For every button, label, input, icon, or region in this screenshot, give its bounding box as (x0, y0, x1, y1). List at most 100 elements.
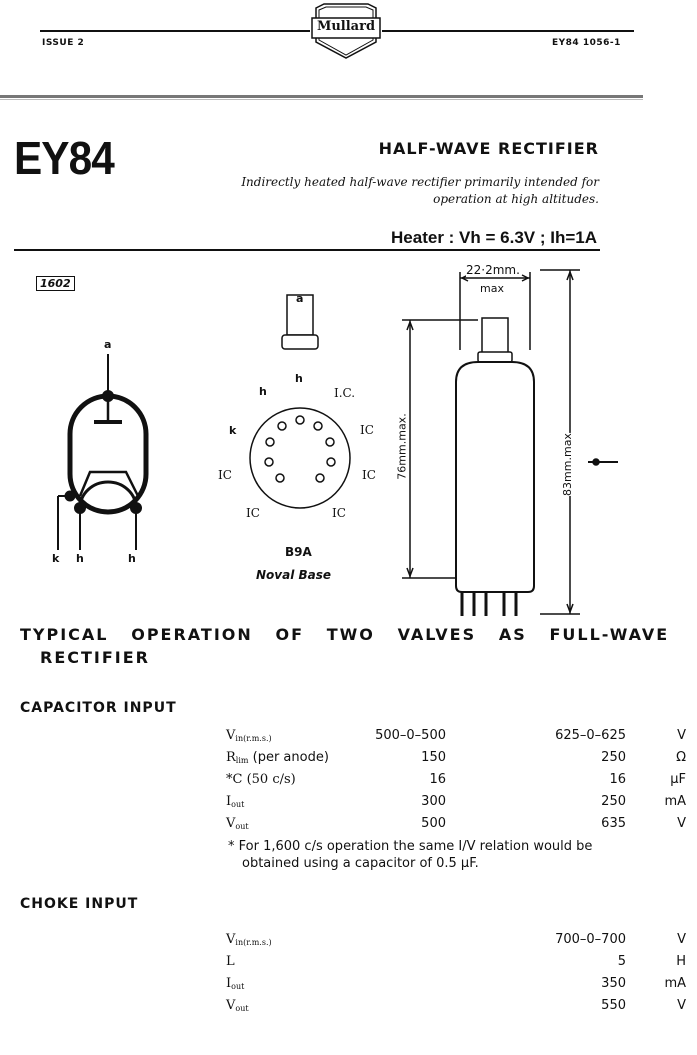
base-pin-h-top: h (295, 372, 303, 385)
value-col-1: 16 (429, 771, 446, 787)
value-col-2: 625–0–625 (555, 727, 626, 743)
parameter-cell: Vin(r.m.s.) (226, 724, 356, 746)
value-col-1 (356, 928, 446, 950)
desc-line-1: Indirectly heated half-wave rectifier pr… (241, 175, 599, 189)
unit-cell: V (677, 931, 686, 947)
value-col-1: 150 (421, 749, 446, 765)
parameter-subscript: out (235, 821, 249, 831)
desc-line-2: operation at high altitudes. (433, 192, 599, 206)
parameter-symbol: I (226, 975, 232, 991)
header-rule-left (40, 30, 310, 32)
unit-cell: V (677, 997, 686, 1013)
description: Indirectly heated half-wave rectifier pr… (139, 174, 599, 208)
header-band-2 (0, 99, 643, 100)
shield-icon (311, 3, 381, 59)
parameter-cell: Iout (226, 972, 356, 994)
unit-cell: V (677, 727, 686, 743)
choke-input-heading: CHOKE INPUT (20, 896, 139, 912)
parameter-cell: *C (50 c/s) (226, 768, 356, 790)
dim-diameter-max: max (480, 282, 504, 295)
parameter-symbol: V (226, 727, 236, 743)
footnote-line-1: * For 1,600 c/s operation the same I/V r… (228, 839, 593, 854)
title-rule (14, 249, 600, 251)
base-pin-ic-br: IC (332, 506, 346, 520)
capacitor-row: Vout 500 635 V (226, 812, 686, 834)
capacitor-footnote: * For 1,600 c/s operation the same I/V r… (228, 838, 688, 872)
unit-cell: V (677, 815, 686, 831)
parameter-symbol: R (226, 749, 236, 765)
heater-rating: Heater : Vh = 6.3V ; Ih=1A (391, 228, 597, 247)
circuit-symbol (57, 354, 149, 550)
base-pin-ic-top: I.C. (334, 386, 356, 400)
sym-cathode-label: k (52, 552, 60, 565)
parameter-cell: Vout (226, 994, 356, 1016)
valve-diagrams (57, 269, 618, 616)
type-number: EY84 (14, 132, 115, 184)
parameter-symbol: V (226, 931, 236, 947)
base-pin-k: k (229, 424, 237, 437)
value-col-2: 350 (601, 975, 626, 991)
base-name: B9A (285, 545, 312, 559)
value-col-2: 5 (617, 953, 626, 969)
footnote-line-2: obtained using a capacitor of 0.5 μF. (242, 856, 479, 871)
parameter-subscript: out (231, 799, 245, 809)
doc-ref: EY84 1056-1 (552, 38, 621, 48)
value-col-2: 550 (601, 997, 626, 1013)
dim-overall-length: 83mm.max (560, 433, 574, 496)
base-description: Noval Base (256, 568, 332, 582)
value-col-2: 250 (601, 793, 626, 809)
parameter-subscript: out (235, 1003, 249, 1013)
parameter-symbol: *C (50 c/s) (226, 771, 296, 787)
unit-cell: H (676, 953, 686, 969)
parameter-symbol: V (226, 997, 236, 1013)
base-pin-ic-r2: IC (362, 468, 376, 482)
parameter-cell: Vout (226, 812, 356, 834)
diagram-code: 1602 (36, 276, 75, 291)
header-rule-right (382, 30, 634, 32)
choke-row: Iout 350 mA (226, 972, 686, 994)
base-pin-h-left: h (259, 385, 267, 398)
base-anode-label: a (296, 292, 304, 305)
value-col-2: 250 (601, 749, 626, 765)
outline-drawing (402, 269, 618, 616)
dim-bulb-length: 76mm.max. (395, 413, 409, 480)
sym-anode-label: a (104, 338, 112, 351)
parameter-symbol: I (226, 793, 232, 809)
value-col-1: 500 (421, 815, 446, 831)
dim-diameter: 22·2mm. (466, 263, 520, 277)
value-col-2: 635 (601, 815, 626, 831)
choke-row: Vout 550 V (226, 994, 686, 1016)
choke-row: L 5 H (226, 950, 686, 972)
capacitor-row: Vin(r.m.s.) 500–0–500 625–0–625 V (226, 724, 686, 746)
value-col-2: 16 (609, 771, 626, 787)
unit-cell: Ω (676, 749, 686, 765)
parameter-subscript: lim (235, 755, 249, 765)
parameter-subscript: out (231, 981, 245, 991)
logo-text: Mullard (316, 19, 376, 34)
capacitor-row: *C (50 c/s) 16 16 μF (226, 768, 686, 790)
parameter-subscript: in(r.m.s.) (235, 937, 272, 947)
value-col-1 (356, 994, 446, 1016)
value-col-1: 300 (421, 793, 446, 809)
mullard-logo: Mullard (310, 2, 382, 60)
header-band (0, 95, 643, 98)
typical-operation-heading-1: TYPICAL OPERATION OF TWO VALVES AS FULL-… (20, 625, 670, 644)
value-col-1 (356, 950, 446, 972)
sym-heater-label-1: h (76, 552, 84, 565)
base-diagram (249, 294, 351, 509)
parameter-subscript: in(r.m.s.) (235, 733, 272, 743)
unit-cell: μF (670, 771, 686, 787)
sym-heater-label-2: h (128, 552, 136, 565)
unit-cell: mA (664, 975, 686, 991)
value-col-1: 500–0–500 (375, 727, 446, 743)
value-col-2: 700–0–700 (555, 931, 626, 947)
parameter-cell: Vin(r.m.s.) (226, 928, 356, 950)
capacitor-input-heading: CAPACITOR INPUT (20, 700, 177, 716)
base-pin-ic-bl: IC (246, 506, 260, 520)
parameter-symbol: L (226, 953, 235, 969)
base-pin-ic-left: IC (218, 468, 232, 482)
